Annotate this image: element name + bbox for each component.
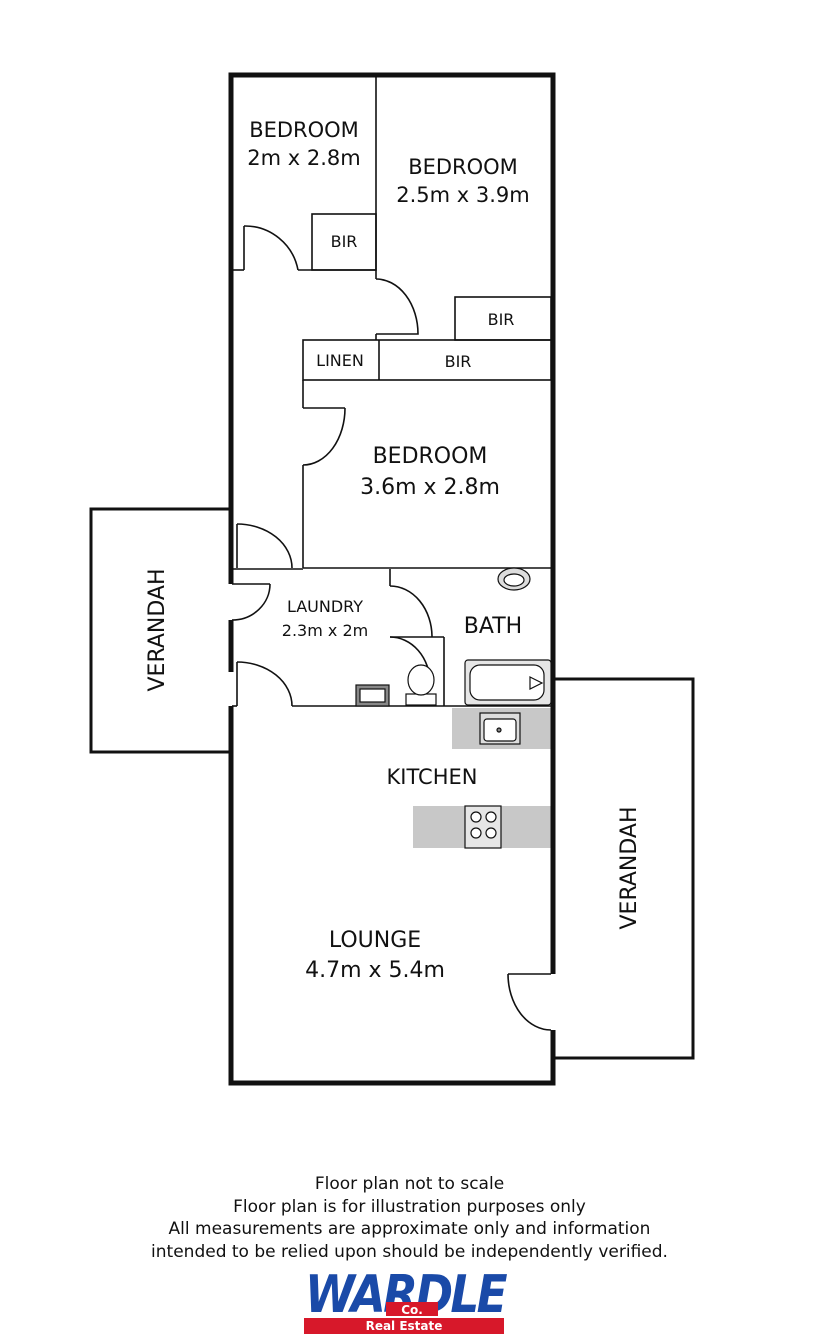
floor-plan: BEDROOM 2m x 2.8m BEDROOM 2.5m x 3.9m BI… (89, 72, 695, 1086)
lounge-size: 4.7m x 5.4m (305, 958, 445, 983)
bir-3-label: BIR (445, 352, 472, 371)
disclaimer-line-1: Floor plan not to scale (314, 1174, 505, 1194)
cooktop-icon (464, 805, 502, 849)
verandah-left-label: VERANDAH (145, 569, 170, 692)
lounge-name: LOUNGE (329, 928, 421, 953)
bedroom-1-name: BEDROOM (249, 118, 359, 142)
linen-label: LINEN (316, 351, 364, 370)
verandah-left-fill (93, 511, 229, 750)
bedroom-3-name: BEDROOM (373, 444, 488, 469)
disclaimer-line-2: Floor plan is for illustration purposes … (233, 1197, 586, 1217)
laundry-size: 2.3m x 2m (282, 621, 368, 640)
bir-1-label: BIR (331, 232, 358, 251)
kitchen-label: KITCHEN (387, 765, 478, 789)
wardle-logo: WARDLE Co. Real Estate (304, 1266, 510, 1334)
logo-tagline: Real Estate (366, 1319, 443, 1333)
bedroom-3-size: 3.6m x 2.8m (360, 475, 500, 500)
outer-wall (228, 72, 556, 1086)
interior-walls (232, 76, 552, 707)
bedroom-1-size: 2m x 2.8m (247, 146, 360, 170)
doors (231, 225, 552, 1031)
disclaimer-line-3: All measurements are approximate only an… (168, 1219, 651, 1239)
bir-2-label: BIR (488, 310, 515, 329)
logo-co: Co. (401, 1303, 423, 1317)
bedroom-2-name: BEDROOM (408, 155, 518, 179)
bath-label: BATH (464, 614, 522, 639)
laundry-name: LAUNDRY (287, 597, 363, 616)
toilet-icon (405, 693, 437, 706)
fixtures (355, 567, 552, 849)
disclaimer-line-4: intended to be relied upon should be ind… (151, 1242, 668, 1262)
bedroom-2-size: 2.5m x 3.9m (396, 183, 530, 207)
verandah-right-label: VERANDAH (617, 807, 642, 930)
